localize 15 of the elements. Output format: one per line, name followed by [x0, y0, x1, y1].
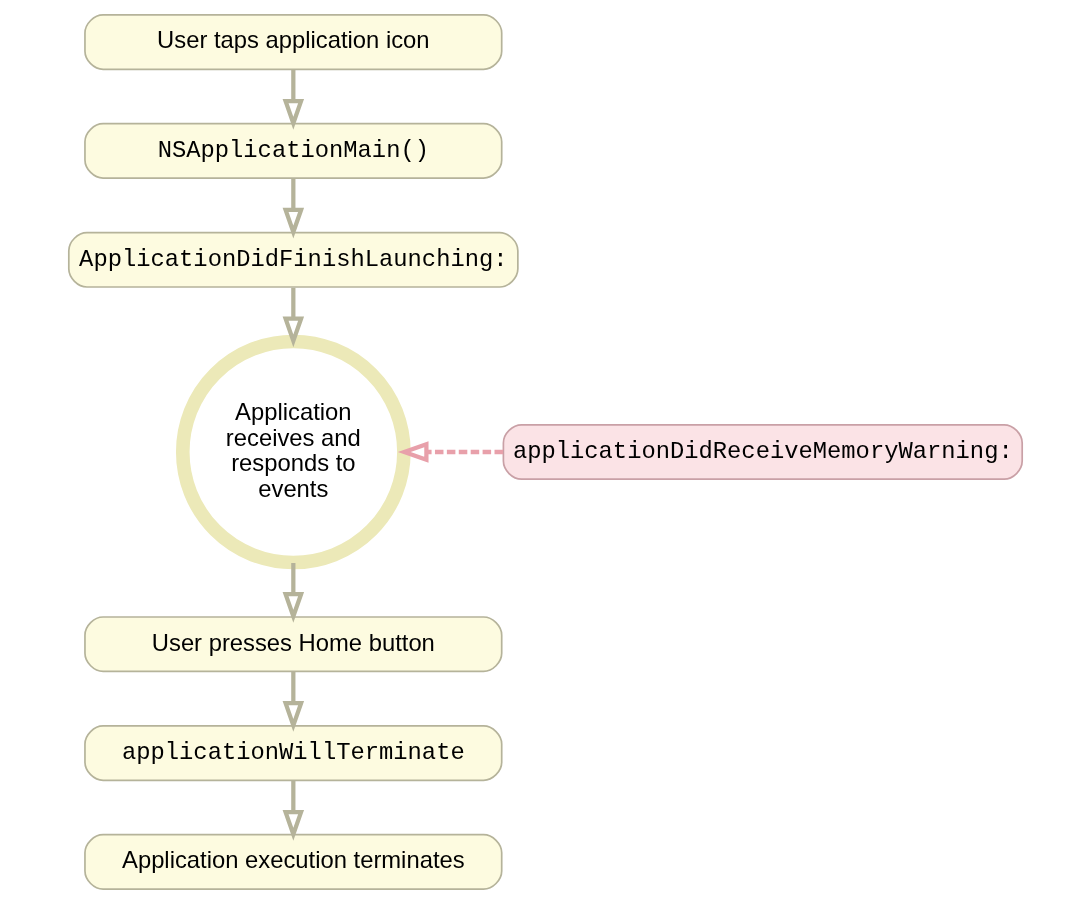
arrow [282, 563, 304, 623]
node-box: applicationDidReceiveMemoryWarning: [502, 423, 1023, 481]
arrow [282, 780, 304, 841]
arrow [397, 441, 503, 463]
node-box: User taps application icon [83, 14, 503, 71]
arrow [282, 178, 304, 239]
node-box: Application execution terminates [83, 833, 503, 890]
node-box: NSApplicationMain() [83, 122, 503, 179]
node-box: applicationWillTerminate [83, 725, 503, 782]
arrow [282, 671, 304, 732]
node-box: ApplicationDidFinishLaunching: [67, 231, 519, 288]
arrow [282, 287, 304, 348]
node-circle: Application receives and responds to events [175, 334, 411, 570]
node-box: User presses Home button [83, 616, 503, 673]
arrow [282, 69, 304, 130]
